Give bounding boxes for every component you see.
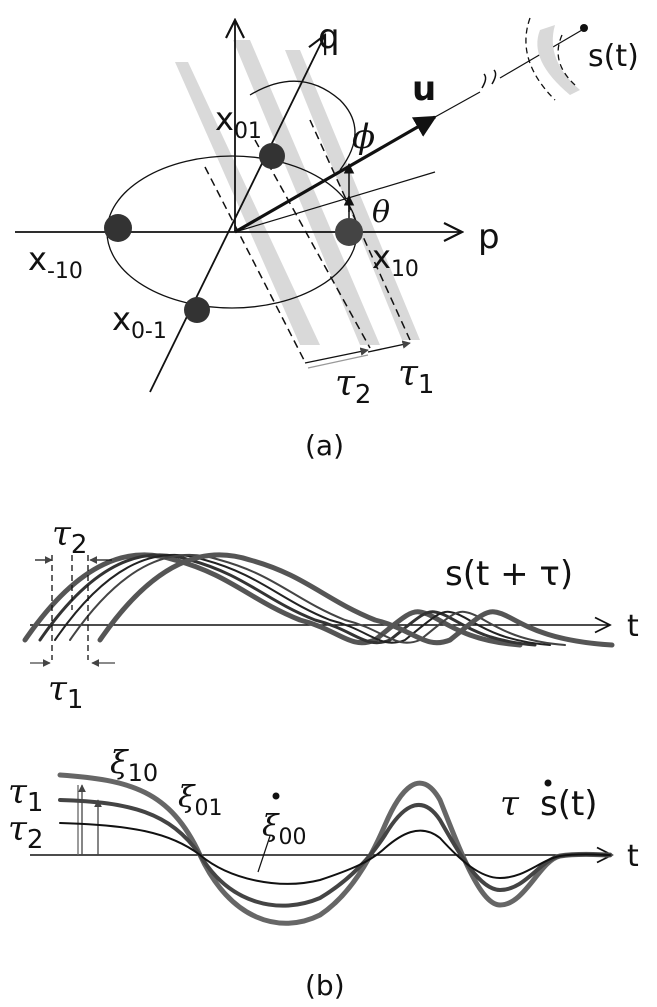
xi00-subscript: 00: [279, 825, 307, 850]
node-x0m1-subscript: 0-1: [131, 319, 167, 344]
xi00-letter: ξ: [262, 809, 280, 844]
top-tau2-label: τ2: [52, 514, 87, 560]
left-tau1-label: τ1: [8, 772, 43, 818]
delay-tau2-letter: τ: [335, 363, 356, 404]
panel-a: p q u s(t) ϕ θ x01 x-10 x10 x0-1 τ2 τ1 (…: [15, 17, 639, 462]
source-wave-band: [537, 25, 580, 95]
top-tau2-letter: τ: [52, 514, 72, 554]
source-ray-1: [434, 91, 481, 118]
source-wavefront-inner: [557, 34, 576, 86]
curve-xi00: [59, 822, 611, 885]
vector-u: [234, 115, 437, 234]
source-point: [580, 24, 588, 32]
xi00-label: ξ00: [262, 809, 307, 850]
caption-a: (a): [305, 429, 344, 462]
curve-xi10: [57, 772, 613, 926]
panel-b-bottom: ξ10 ξ01 ξ00 τ1 τ2 τ s(t) t (b): [8, 743, 639, 1002]
left-tau2-subscript: 2: [27, 825, 44, 855]
delay-tau2-arrow: [304, 347, 369, 364]
bottom-label-tau: τ: [500, 784, 520, 824]
panel-b-top: τ2 τ1 s(t + τ) t: [22, 514, 639, 715]
delay-tau2-label: τ2: [335, 363, 371, 410]
bottom-axis-t-label: t: [627, 839, 639, 874]
node-x01-subscript: 01: [234, 119, 262, 144]
node-x01-letter: x: [215, 100, 234, 138]
xi10-subscript: 10: [128, 759, 159, 787]
shifted-signal-curves: [22, 552, 615, 648]
top-tau-markers: [51, 555, 89, 660]
xi01-letter: ξ: [178, 780, 196, 815]
axis-p-label: p: [478, 217, 500, 257]
node-x0m1: [184, 297, 210, 323]
node-xm10-subscript: -10: [47, 259, 83, 284]
node-x0m1-letter: x: [112, 300, 131, 338]
axis-q: [149, 35, 325, 393]
shifted-curve-5: [97, 552, 615, 648]
xi00-dot: [272, 792, 280, 800]
node-x10-subscript: 10: [391, 257, 419, 282]
wavefront-bands: [175, 40, 420, 345]
theta-label: θ: [372, 195, 390, 230]
phi-label: ϕ: [352, 117, 375, 157]
node-xm10-letter: x: [28, 240, 47, 278]
xi10-label: ξ10: [110, 743, 158, 787]
node-x10: [335, 218, 363, 246]
source-wavefront-outer: [525, 17, 556, 101]
node-x10-letter: x: [372, 238, 391, 276]
delay-tau1-arrow: [367, 340, 411, 353]
left-tau2-letter: τ: [8, 809, 28, 849]
vector-u-label: u: [412, 69, 436, 109]
delay-tau2-arrow-inner: [307, 354, 369, 369]
delay-tau2-subscript: 2: [355, 380, 372, 410]
bottom-label-s: s(t): [540, 784, 598, 824]
node-x01-label: x01: [215, 100, 262, 144]
wavefront-line-2: [254, 139, 371, 349]
delay-tau1-letter: τ: [398, 353, 419, 394]
node-x01: [259, 143, 285, 169]
caption-b: (b): [305, 969, 345, 1002]
delay-tau1-label: τ1: [398, 353, 434, 400]
wavefront-band-1: [175, 62, 320, 345]
top-tau1-subscript: 1: [67, 685, 84, 715]
node-x10-label: x10: [372, 238, 419, 282]
delay-tau1-subscript: 1: [418, 370, 435, 400]
trajectory-loop: [249, 80, 356, 171]
shifted-curve-4: [69, 553, 566, 646]
top-tau2-subscript: 2: [71, 530, 88, 560]
top-tau1-label: τ1: [48, 669, 83, 715]
top-signal-label: s(t + τ): [445, 554, 573, 594]
xi10-letter: ξ: [110, 743, 129, 781]
xi00-pointer: [257, 835, 271, 873]
theta-reference-line: [234, 171, 436, 233]
axis-q-label: q: [318, 17, 340, 57]
derivative-curves: [57, 772, 613, 926]
left-tau1-subscript: 1: [27, 788, 44, 818]
wavefront-line-1: [204, 166, 306, 363]
top-axis-t-label: t: [627, 609, 639, 644]
xi01-label: ξ01: [178, 780, 223, 821]
node-xm10: [104, 214, 132, 242]
left-tau1-letter: τ: [8, 772, 28, 812]
node-xm10-label: x-10: [28, 240, 83, 284]
ray-break-symbol: [481, 69, 497, 89]
s-dot: [544, 779, 552, 787]
top-tau1-letter: τ: [48, 669, 68, 709]
node-x0m1-label: x0-1: [112, 300, 167, 344]
xi01-subscript: 01: [195, 796, 223, 821]
source-label: s(t): [588, 39, 639, 74]
left-tau2-label: τ2: [8, 809, 43, 855]
